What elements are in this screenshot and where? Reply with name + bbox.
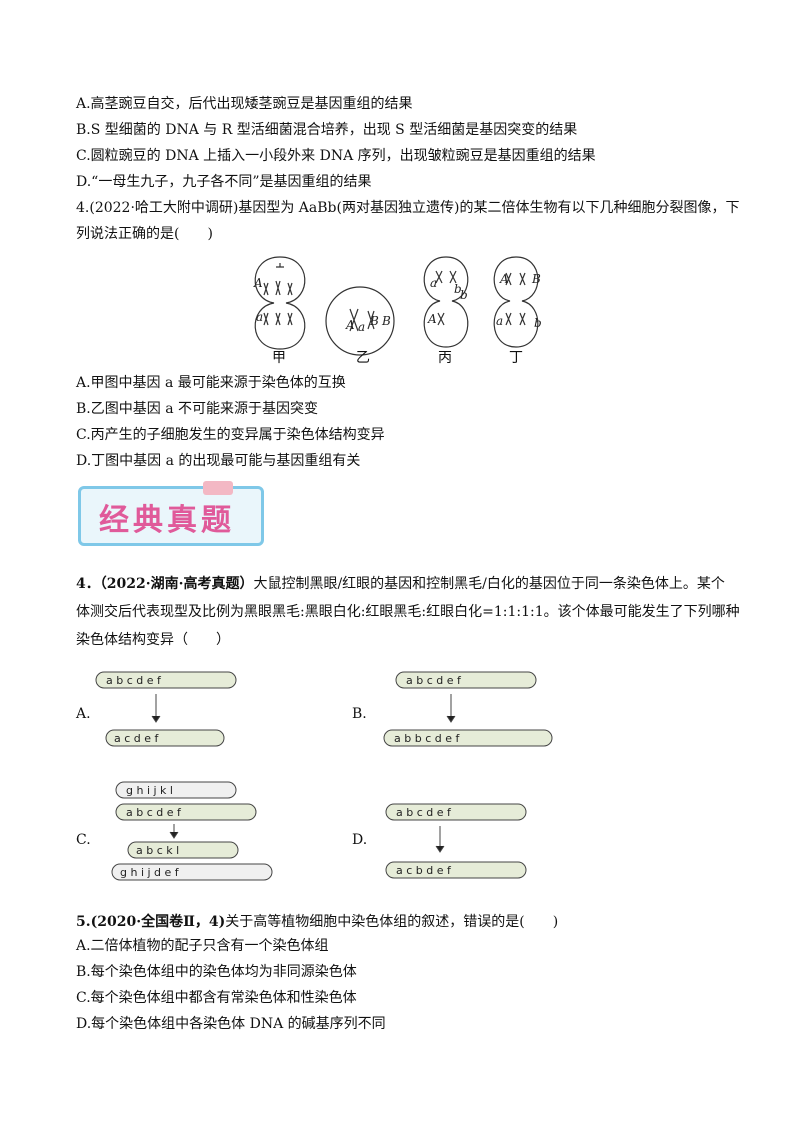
svg-text:a: a [358,320,365,334]
option-a-chromosome: a b c d e f a c d e f [95,671,237,747]
q4a-option-a: A.甲图中基因 a 最可能来源于染色体的互换 [76,375,346,391]
option-d-chromosome: a b c d e f a c b d e f [385,803,527,879]
svg-text:A: A [427,312,437,326]
q5-stem: 5.(2020·全国卷Ⅱ，4)关于高等植物细胞中染色体组的叙述，错误的是( ) [76,912,558,932]
q4b-option-a: A. [76,706,91,722]
svg-text:a b c k l: a b c k l [136,844,179,857]
svg-text:b: b [454,282,462,296]
svg-text:a c d e f: a c d e f [114,732,160,745]
cell-label-bing: 丙 [438,350,452,366]
q3-option-a: A.高茎豌豆自交，后代出现矮茎豌豆是基因重组的结果 [76,96,413,112]
svg-text:a: a [430,276,437,290]
q4a-option-b: B.乙图中基因 a 不可能来源于基因突变 [76,401,318,417]
svg-text:a b c d e f: a b c d e f [106,674,162,687]
cell-yi [325,286,395,356]
section-banner: 经典真题 [78,481,264,546]
cell-bing [423,256,469,348]
svg-text:B: B [369,314,379,328]
q4a-option-c: C.丙产生的子细胞发生的变异属于染色体结构变异 [76,427,385,443]
svg-text:a b c d e f: a b c d e f [126,806,182,819]
q5-option-b: B.每个染色体组中的染色体均为非同源染色体 [76,964,357,980]
q5-option-a: A.二倍体植物的配子只含有一个染色体组 [76,938,329,954]
svg-text:b: b [460,288,468,302]
cell-division-figure: A a A a B B a b b A A B a b [253,256,542,356]
svg-text:A: A [499,272,509,286]
svg-text:a: a [496,314,503,328]
svg-text:a c b d e f: a c b d e f [396,864,452,877]
svg-text:a b b c d e f: a b b c d e f [394,732,460,745]
banner-clip [203,481,233,495]
q5-option-c: C.每个染色体组中都含有常染色体和性染色体 [76,990,357,1006]
option-b-chromosome: a b c d e f a b b c d e f [383,671,553,747]
svg-text:g h i j d e f: g h i j d e f [120,866,180,879]
q4b-stem-line3: 染色体结构变异（ ） [76,632,230,648]
q3-option-c: C.圆粒豌豆的 DNA 上插入一小段外来 DNA 序列，出现皱粒豌豆是基因重组的… [76,148,596,164]
q4b-stem-line1: 4．（2022·湖南·高考真题）大鼠控制黑眼/红眼的基因和控制黑毛/白化的基因位… [76,574,725,594]
svg-text:B: B [381,314,391,328]
cell-ding [493,256,539,348]
svg-text:a b c d e f: a b c d e f [406,674,462,687]
q4b-option-d: D. [352,832,368,848]
q5-prefix: 5.(2020·全国卷Ⅱ，4) [76,914,226,930]
cell-jia [254,256,306,350]
svg-text:a: a [256,310,263,324]
svg-text:a b c d e f: a b c d e f [396,806,452,819]
q3-option-b: B.S 型细菌的 DNA 与 R 型活细菌混合培养，出现 S 型活细菌是基因突变… [76,122,578,138]
svg-text:g h i j k l: g h i j k l [126,784,173,797]
cell-label-jia: 甲 [272,350,286,366]
svg-text:B: B [531,272,541,286]
q3-option-d: D.“一母生九子，九子各不同”是基因重组的结果 [76,174,372,190]
q5-option-d: D.每个染色体组中各染色体 DNA 的碱基序列不同 [76,1016,386,1032]
q4a-stem-line1: 4.(2022·哈工大附中调研)基因型为 AaBb(两对基因独立遗传)的某二倍体… [76,200,740,216]
svg-text:b: b [534,316,542,330]
q4b-stem-rest: 大鼠控制黑眼/红眼的基因和控制黑毛/白化的基因位于同一条染色体上。某个 [253,576,725,592]
svg-text:A: A [253,276,263,290]
q4b-option-c: C. [76,832,91,848]
q5-stem-rest: 关于高等植物细胞中染色体组的叙述，错误的是( ) [225,914,559,930]
q4b-stem-line2: 体测交后代表现型及比例为黑眼黑毛:黑眼白化:红眼黑毛:红眼白化=1:1:1:1。… [76,604,740,620]
chromosome-options-figure: a b c d e f a c d e f a b c d e f a b b … [95,671,553,881]
q4b-option-b: B. [352,706,367,722]
q4a-stem-line2: 列说法正确的是( ) [76,226,213,242]
cell-label-yi: 乙 [356,350,370,366]
q4b-prefix: 4．（2022·湖南·高考真题） [76,576,254,592]
option-c-chromosome: g h i j k l a b c d e f a b c k l g h i … [111,781,273,881]
q4a-option-d: D.丁图中基因 a 的出现最可能与基因重组有关 [76,453,361,469]
banner-title: 经典真题 [99,503,235,538]
cell-label-ding: 丁 [509,350,523,366]
svg-text:A: A [345,318,355,332]
